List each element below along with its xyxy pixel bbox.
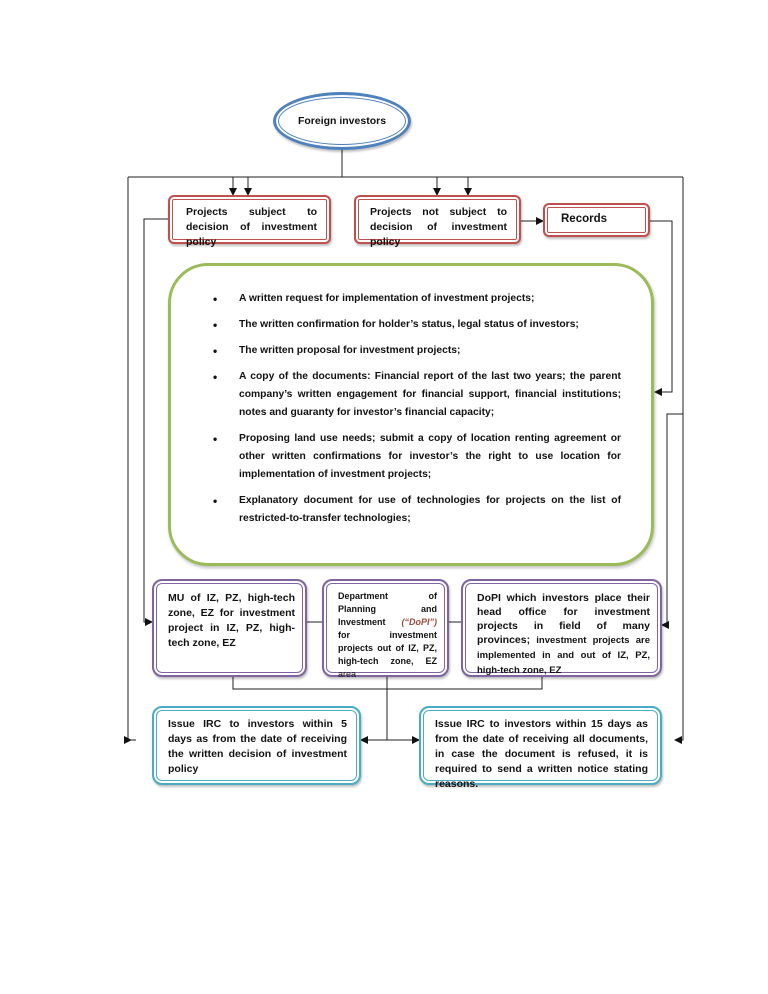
dopi-abbr: (“DoPI”) — [401, 617, 438, 627]
records-to-reqs-line — [650, 220, 673, 396]
mu-authority-text: MU of IZ, PZ, high-tech zone, EZ for inv… — [168, 592, 295, 649]
dopi-text-start: Department of Planning and Investment — [338, 591, 437, 627]
requirement-item: The written confirmation for holder’s st… — [191, 316, 621, 334]
records-box: Records — [543, 203, 650, 237]
records-text: Records — [561, 213, 608, 225]
projects-subject-box: Projects subject to decision of investme… — [168, 195, 331, 248]
dopi-box: Department of Planning and Investment (“… — [322, 579, 449, 679]
projects-not-subject-box: Projects not subject to decision of inve… — [354, 195, 521, 248]
outcome-five-days-box: Issue IRC to investors within 5 days as … — [152, 706, 361, 785]
projects-subject-text: Projects subject to decision of investme… — [186, 206, 317, 248]
projects-not-subject-text: Projects not subject to decision of inve… — [370, 206, 507, 248]
right-outer-line — [674, 414, 684, 744]
outcome-fifteen-days-box: Issue IRC to investors within 15 days as… — [419, 706, 662, 790]
dopi-head-office-box: DoPI which investors place their head of… — [461, 579, 662, 677]
foreign-investors-label: Foreign investors — [297, 115, 387, 127]
requirement-item: The written proposal for investment proj… — [191, 342, 621, 360]
dopi-head-office-text: DoPI which investors place their head of… — [477, 591, 650, 678]
dopi-head-office-tail: investment projects are implemented in a… — [477, 635, 650, 676]
right-to-dopi-line — [661, 177, 684, 629]
requirement-item: Proposing land use needs; submit a copy … — [191, 430, 621, 484]
left-outer-line — [124, 177, 132, 744]
dopi-text-mid: for investment projects out of IZ, PZ, h… — [338, 630, 437, 666]
requirements-list: A written request for implementation of … — [191, 290, 621, 528]
mu-authority-box: MU of IZ, PZ, high-tech zone, EZ for inv… — [152, 579, 307, 677]
requirements-box: A written request for implementation of … — [168, 263, 654, 566]
dopi-text: Department of Planning and Investment (“… — [338, 590, 437, 681]
outcome-fifteen-days-text: Issue IRC to investors within 15 days as… — [435, 718, 648, 790]
dopi-text-end: area — [338, 669, 357, 679]
dopi-head-office-start: DoPI which investors place their head of… — [477, 592, 650, 646]
requirement-item: A written request for implementation of … — [191, 290, 621, 308]
subject-to-mu-line — [143, 218, 168, 626]
outcome-five-days-text: Issue IRC to investors within 5 days as … — [168, 718, 347, 775]
requirement-item: Explanatory document for use of technolo… — [191, 492, 621, 528]
requirement-item: A copy of the documents: Financial repor… — [191, 368, 621, 422]
foreign-investors-node: Foreign investors — [273, 92, 411, 150]
